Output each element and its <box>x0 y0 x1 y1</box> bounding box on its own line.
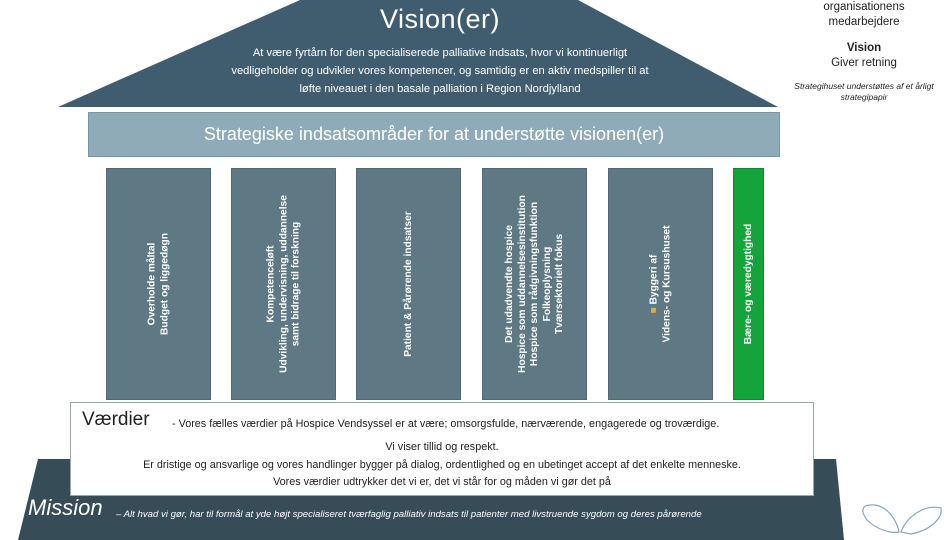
values-heading: Værdier <box>82 409 150 430</box>
mission-heading: Mission <box>28 495 103 520</box>
pillar-patient-relatives: Patient & Pårørende indsatser <box>356 168 461 400</box>
values-line-4: Vores værdier udtrykker det vi er, det v… <box>273 476 611 488</box>
vision-sub-note: Giver retning <box>831 57 897 69</box>
side-notes: organisationens medarbejdere Vision Give… <box>784 0 944 103</box>
strategy-beam: Strategiske indsatsområder for at unders… <box>88 112 780 157</box>
values-line-2: Vi viser tillid og respekt. <box>385 441 499 453</box>
pillar-outreach-hospice: Det udadvendte hospice Hospice som uddan… <box>482 168 587 400</box>
butterfly-icon <box>862 504 942 535</box>
pillar-knowledge-house: ■ Byggeri af Videns- og Kursushuset <box>608 168 713 400</box>
strategy-paper-note: Strategihuset understøttes af et årligt … <box>794 81 934 102</box>
vision-heading-note: Vision <box>846 42 882 54</box>
pillar-competence: Kompetenceløft Udvikling, undervisning, … <box>231 168 336 400</box>
vision-title: Vision(er) <box>379 4 501 34</box>
strategy-beam-label: Strategiske indsatsområder for at unders… <box>203 124 665 144</box>
mission-text: – Alt hvad vi gør, har til formål at yde… <box>116 509 702 520</box>
vision-text: At være fyrtårn for den specialiserede p… <box>231 47 649 95</box>
pillar-sustainability: Bære- og væredygtighed <box>733 168 764 400</box>
values-line-3: Er dristige og ansvarlige og vores handl… <box>143 459 741 471</box>
values-line-1: - Vores fælles værdier på Hospice Vendsy… <box>172 418 720 430</box>
values-box <box>70 402 814 496</box>
pillar-budget: Overholde måltal Budget og liggedøgn <box>106 168 211 400</box>
